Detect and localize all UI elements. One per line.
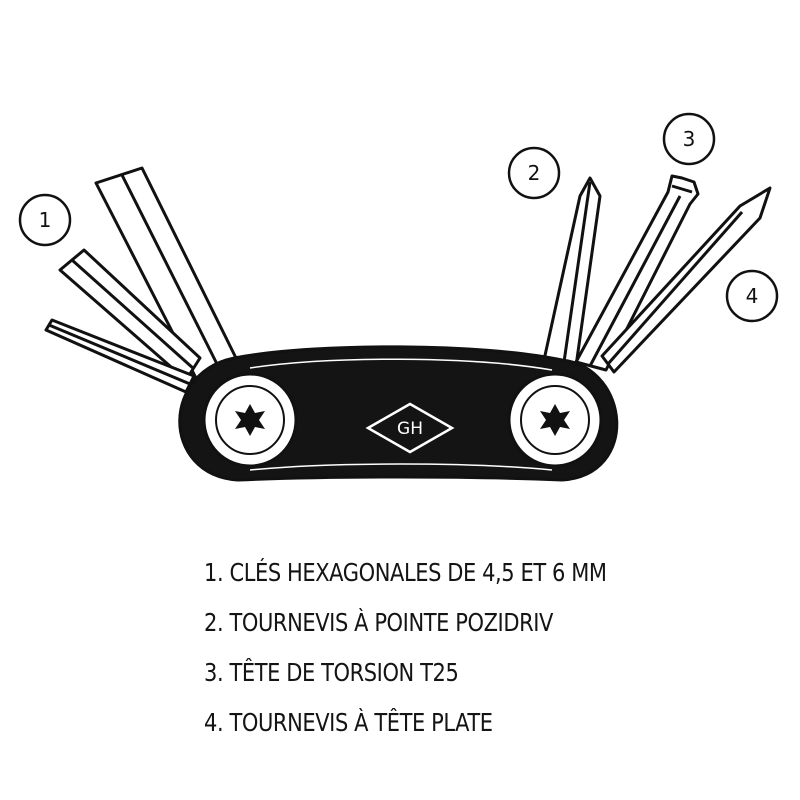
- torx-t25-bit: [574, 174, 700, 372]
- brand-label: GH: [397, 419, 423, 439]
- callout-1-circle: [18, 193, 72, 247]
- flat-screwdriver: [600, 186, 772, 374]
- callout-3-circle: [662, 112, 716, 166]
- hex-key-4mm: [44, 318, 196, 394]
- callout-1-label: 1: [39, 208, 52, 232]
- legend-item-hex-keys: 1. CLÉS HEXAGONALES DE 4,5 ET 6 MM: [204, 558, 607, 587]
- callout-4-circle: [725, 269, 779, 323]
- legend-item-torx: 3. TÊTE DE TORSION T25: [204, 658, 459, 687]
- left-torx-screw: [202, 372, 298, 468]
- hex-key-5mm: [58, 248, 202, 382]
- callout-4-label: 4: [746, 284, 759, 308]
- legend-item-flat-screwdriver: 4. TOURNEVIS À TÊTE PLATE: [204, 708, 493, 737]
- callout-3-label: 3: [683, 127, 696, 151]
- callout-2-label: 2: [528, 161, 541, 185]
- legend-item-pozidriv: 2. TOURNEVIS À POINTE POZIDRIV: [204, 608, 553, 637]
- tool-legend: 1. CLÉS HEXAGONALES DE 4,5 ET 6 MM 2. TO…: [204, 548, 683, 748]
- right-torx-screw: [507, 372, 603, 468]
- multi-tool-illustration: GH 1 2 3 4: [18, 112, 779, 482]
- callout-2-circle: [507, 146, 561, 200]
- gh-logo: GH: [365, 402, 455, 454]
